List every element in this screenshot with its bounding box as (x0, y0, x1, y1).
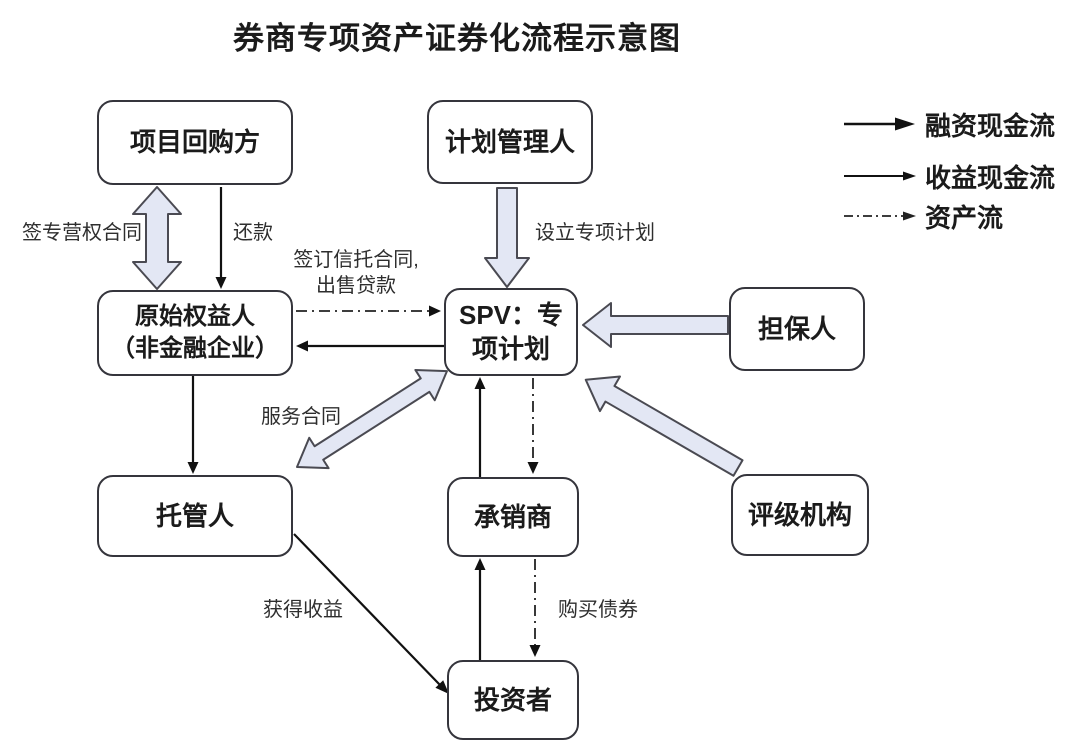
legend-item-income-cash-flow: 收益现金流 (843, 163, 1055, 193)
income-cash-flow-arrow-icon (844, 171, 916, 181)
node-project-repurchaser: 项目回购方 (97, 100, 293, 185)
node-rating-agency: 评级机构 (731, 474, 869, 556)
edge-label-service-contract: 服务合同 (261, 406, 341, 428)
node-label: 项计划 (471, 334, 550, 364)
legend-label: 收益现金流 (925, 162, 1056, 193)
arrow-guarantor-to-spv (582, 302, 729, 348)
legend-item-asset-flow: 资产流 (843, 203, 1003, 233)
node-label: 项目回购方 (129, 127, 260, 158)
node-label: （非金融企业） (111, 335, 279, 362)
node-label: SPV：专 (458, 299, 564, 330)
arrow-investor-to-underwriter (474, 558, 486, 660)
edge-label-trust-contract: 签订信托合同, 出售贷款 (293, 247, 419, 299)
node-label: 担保人 (757, 313, 836, 344)
node-underwriter: 承销商 (447, 477, 579, 557)
legend-label: 融资现金流 (925, 110, 1056, 141)
edge-label-purchase-bonds: 购买债券 (558, 599, 638, 621)
edge-label-franchise-contract: 签专营权合同 (22, 222, 142, 244)
node-original-obligor: 原始权益人 （非金融企业） (97, 290, 293, 376)
edge-label-repayment: 还款 (233, 222, 273, 244)
arrow-repayment (215, 187, 227, 289)
arrow-spv-to-underwriter-asset (527, 378, 539, 474)
node-label: 承销商 (473, 501, 552, 532)
legend-item-financing-cash-flow: 融资现金流 (843, 111, 1055, 141)
arrow-rating-agency-to-spv (584, 375, 744, 477)
edge-label-line: 出售贷款 (316, 275, 396, 297)
arrow-obligor-to-custodian (187, 376, 199, 474)
node-investor: 投资者 (447, 660, 579, 740)
node-guarantor: 担保人 (729, 287, 865, 371)
diagram-title: 券商专项资产证券化流程示意图 (233, 21, 681, 56)
arrow-establish-plan (484, 187, 530, 288)
financing-cash-flow-arrow-icon (844, 117, 915, 131)
legend-label: 资产流 (925, 202, 1004, 233)
edge-label-obtain-income: 获得收益 (263, 599, 343, 621)
node-label: 计划管理人 (444, 126, 575, 157)
node-label: 原始权益人 (135, 303, 255, 331)
node-label: 评级机构 (747, 499, 852, 530)
node-spv: SPV：专 项计划 (444, 288, 578, 376)
edge-label-line: 签订信托合同, (293, 249, 419, 271)
node-plan-manager: 计划管理人 (427, 100, 593, 184)
node-label: 托管人 (155, 500, 234, 531)
arrow-franchise-contract (132, 186, 182, 290)
node-custodian: 托管人 (97, 475, 293, 557)
edge-label-establish-plan: 设立专项计划 (535, 222, 655, 244)
arrow-custodian-spv-service (296, 368, 448, 470)
asset-flow-arrow-icon (844, 211, 916, 221)
arrow-obligor-to-spv-asset (296, 305, 441, 317)
arrow-underwriter-to-investor-asset (529, 559, 541, 657)
arrow-custodian-to-investor (293, 533, 449, 694)
arrow-spv-to-obligor (296, 340, 444, 352)
node-label: 投资者 (473, 684, 552, 715)
arrow-underwriter-to-spv (474, 377, 486, 477)
